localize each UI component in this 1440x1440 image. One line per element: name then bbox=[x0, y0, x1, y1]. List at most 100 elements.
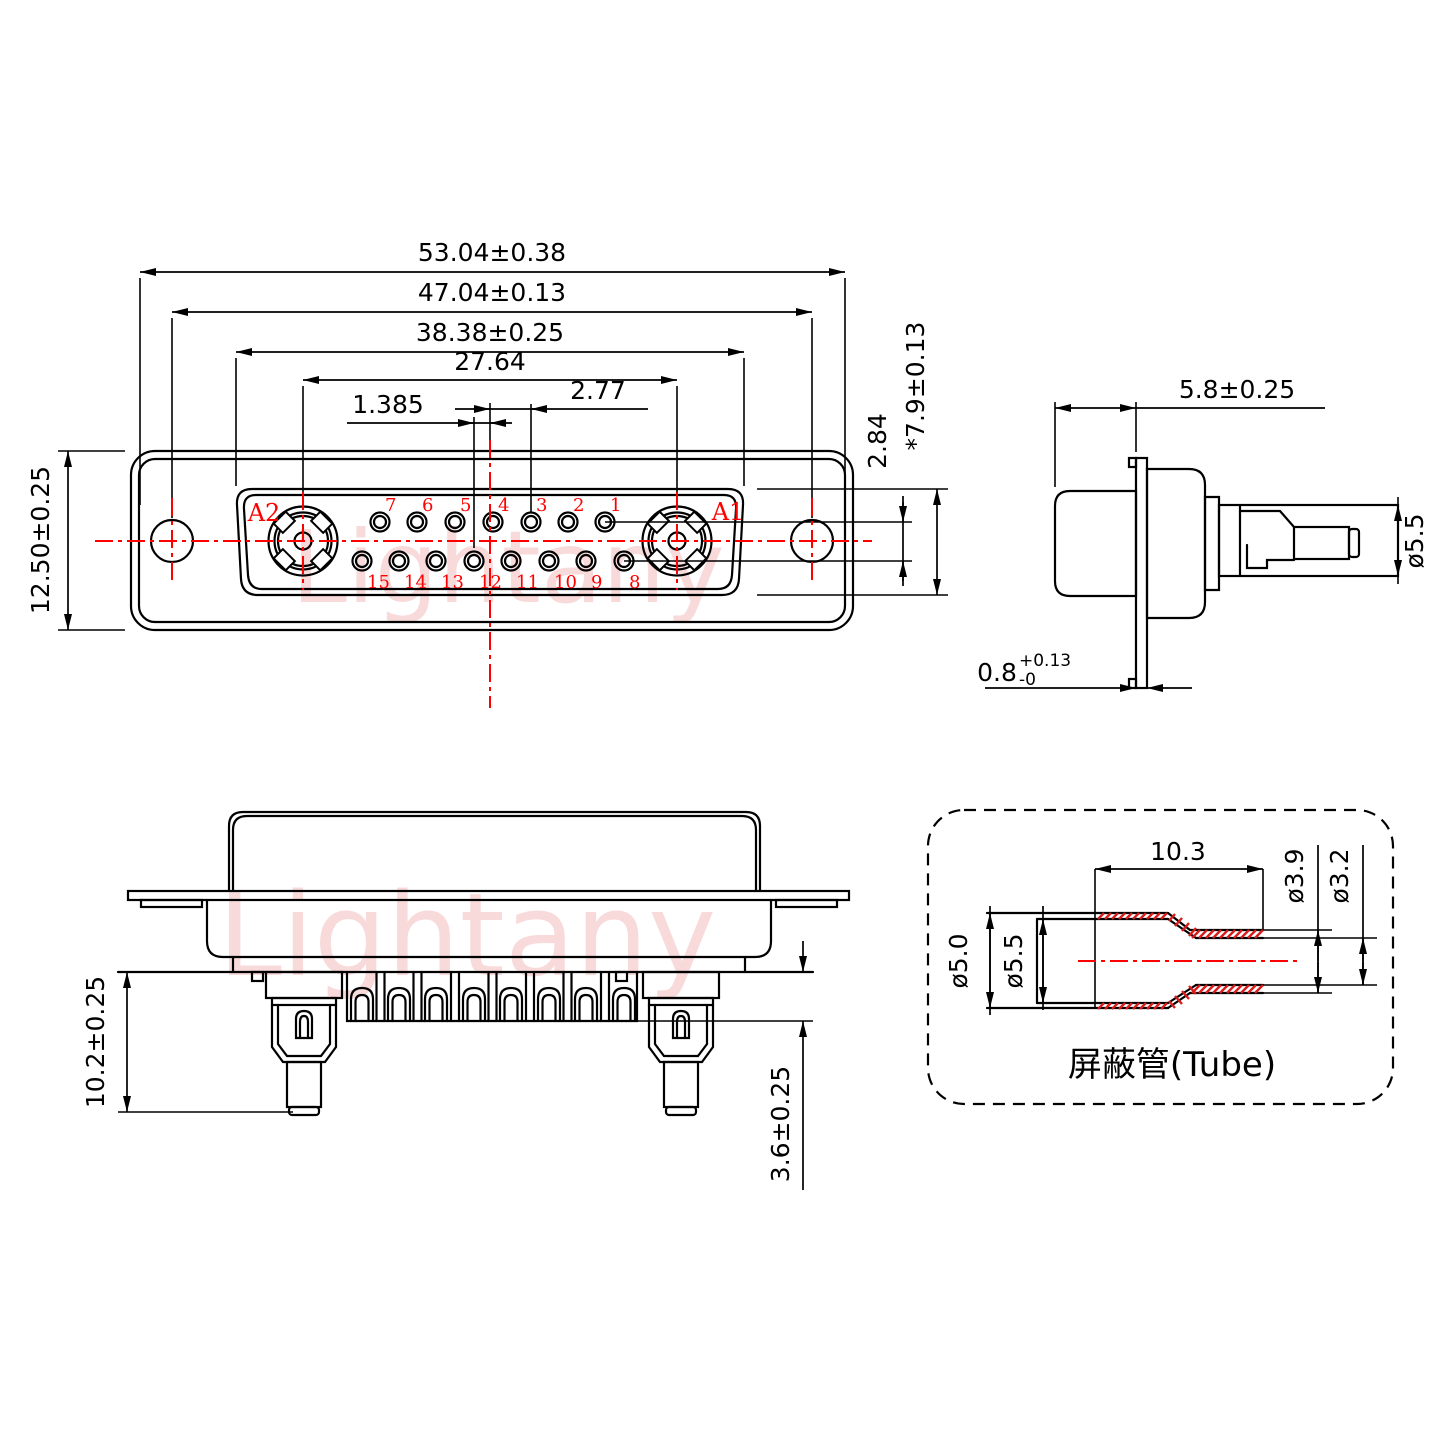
watermark-text-bottom: Lightany bbox=[218, 869, 716, 1003]
dim-sleeve-id: ø5.5 bbox=[999, 933, 1028, 988]
side-contact-tip bbox=[1347, 527, 1361, 559]
insert-inner-outline bbox=[242, 493, 738, 591]
pin-circle-inner bbox=[372, 514, 388, 530]
hatch-stroke bbox=[1125, 1002, 1133, 1010]
hatch-stroke bbox=[1233, 984, 1243, 994]
cup-slot-outer bbox=[423, 986, 449, 1023]
cup-slot-inner bbox=[391, 993, 407, 1023]
pin-circle-inner bbox=[541, 553, 557, 569]
hatch-stroke bbox=[1118, 1002, 1126, 1010]
cup-slot-outer bbox=[386, 986, 412, 1023]
bottom-notch-right bbox=[614, 970, 629, 983]
rear-cap-outer bbox=[227, 810, 762, 893]
hatch-stroke bbox=[1212, 984, 1222, 994]
hatch-stroke bbox=[1160, 1002, 1168, 1010]
hatch-stroke bbox=[1219, 984, 1229, 994]
cup-slot-inner bbox=[428, 993, 444, 1023]
pin-circle bbox=[444, 511, 466, 533]
hatch-stroke bbox=[1205, 984, 1215, 994]
cup-slot-outer bbox=[498, 986, 524, 1023]
pin-label: 13 bbox=[441, 572, 464, 593]
cup-slot-inner bbox=[503, 993, 519, 1023]
dim-pin-pitch: 2.77 bbox=[570, 376, 626, 405]
pin-label: 8 bbox=[629, 572, 640, 593]
comb-outline bbox=[345, 970, 639, 1023]
pin-circle-inner bbox=[409, 514, 425, 530]
tube-detail-panel: 10.3 ø3.9 ø3.2 ø5.0 ø5.5 屏蔽管(Tube) bbox=[926, 808, 1395, 1106]
comb-tooth bbox=[599, 970, 611, 1023]
dim-shrink-length: 10.3 bbox=[1150, 837, 1206, 866]
pin-circle bbox=[575, 550, 597, 572]
hatch-stroke bbox=[1254, 984, 1264, 994]
contact-slot-outer bbox=[294, 1009, 314, 1040]
bottom-coax-contacts bbox=[264, 970, 721, 1117]
hatch-stroke bbox=[1146, 912, 1154, 920]
hatch-stroke bbox=[1104, 1002, 1112, 1010]
coax-label-a1: A1 bbox=[711, 498, 745, 526]
pin-circle bbox=[388, 550, 410, 572]
hatch-stroke bbox=[1139, 1002, 1147, 1010]
hatch-stroke bbox=[1132, 912, 1140, 920]
pin-circle-inner bbox=[503, 553, 519, 569]
hatch-stroke bbox=[1153, 912, 1161, 920]
hatch-stroke bbox=[1153, 1002, 1161, 1010]
pin-label: 14 bbox=[404, 572, 427, 593]
hatch-stroke bbox=[1247, 984, 1257, 994]
pin-label: 2 bbox=[573, 495, 584, 516]
contact-taper-inner bbox=[653, 1003, 709, 1058]
dim-front-depth: 5.8±0.25 bbox=[1179, 375, 1295, 404]
pin-label: 3 bbox=[536, 495, 547, 516]
bottom-coax-contact bbox=[264, 970, 344, 1117]
dim-insert-width: 38.38±0.25 bbox=[416, 318, 564, 347]
dim-coax-spacing: 27.64 bbox=[454, 347, 526, 376]
pin-label: 5 bbox=[460, 495, 471, 516]
pin-label: 4 bbox=[498, 495, 509, 516]
coax-label-a2: A2 bbox=[247, 499, 281, 527]
dim-flange-tol-lower: -0 bbox=[1019, 670, 1036, 690]
pin-circle bbox=[369, 511, 391, 533]
bottom-flange bbox=[126, 889, 851, 902]
pin-circle bbox=[557, 511, 579, 533]
tube-title: 屏蔽管(Tube) bbox=[1068, 1045, 1276, 1085]
dim-contact-length: 10.2±0.25 bbox=[81, 976, 110, 1108]
side-dimension-lines bbox=[985, 404, 1402, 692]
dim-insert-height: *7.9±0.13 bbox=[901, 322, 930, 451]
rear-cap-inner bbox=[231, 814, 758, 893]
hatch-stroke bbox=[1198, 929, 1208, 939]
hatch-stroke bbox=[1168, 913, 1176, 922]
dim-flange-tol-upper: +0.13 bbox=[1019, 651, 1071, 671]
contact-barrel bbox=[285, 1060, 323, 1109]
pin-circle bbox=[425, 550, 447, 572]
contact-slot-outer bbox=[671, 1009, 691, 1040]
side-step bbox=[1203, 495, 1221, 592]
coax-notch bbox=[309, 510, 334, 535]
hatch-stroke bbox=[1191, 929, 1201, 939]
pin-circle bbox=[406, 511, 428, 533]
side-front-body bbox=[1053, 489, 1138, 598]
dim-shell-height: 12.50±0.25 bbox=[26, 466, 55, 614]
hatch-stroke bbox=[1188, 927, 1197, 937]
hatch-stroke bbox=[1188, 985, 1197, 995]
dim-pin-half-pitch: 1.385 bbox=[352, 390, 424, 419]
hatch-stroke bbox=[1226, 984, 1236, 994]
dim-tube-od: ø3.9 bbox=[1280, 848, 1309, 903]
pin-circle bbox=[520, 511, 542, 533]
tube-hatch bbox=[1097, 912, 1264, 1010]
comb-tooth bbox=[524, 970, 536, 1023]
comb-tooth bbox=[375, 970, 386, 1023]
side-extension-lines bbox=[1054, 402, 1399, 584]
hatch-stroke bbox=[1212, 929, 1222, 939]
coax-notch bbox=[646, 547, 671, 572]
comb-tooth bbox=[449, 970, 461, 1023]
pin-circle bbox=[351, 550, 373, 572]
hatch-stroke bbox=[1125, 912, 1133, 920]
pin-circle-inner bbox=[485, 514, 501, 530]
hatch-stroke bbox=[1160, 912, 1168, 920]
pin-label: 7 bbox=[385, 495, 396, 516]
contact-slot-inner bbox=[675, 1014, 687, 1040]
dim-contact-diameter: ø5.5 bbox=[1400, 513, 1429, 568]
contact-collar bbox=[270, 996, 338, 1007]
hatch-stroke bbox=[1097, 1002, 1105, 1010]
side-contact-tube bbox=[1217, 503, 1400, 578]
